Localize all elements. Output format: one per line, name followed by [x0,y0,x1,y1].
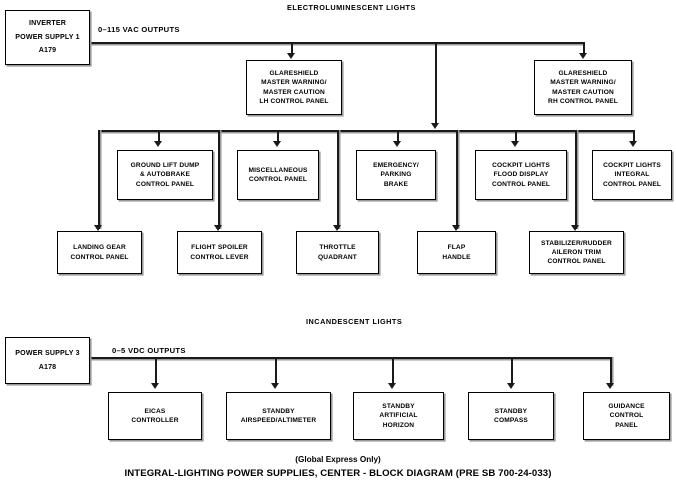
arrowhead-standby-artificial-horizon [388,383,396,389]
box-label: GROUND LIFT DUMP & AUTOBRAKE CONTROL PAN… [130,162,200,188]
box-guidance-control-panel[interactable]: GUIDANCE CONTROL PANEL [583,392,670,440]
box-label: GLARESHIELD MASTER WARNING/ MASTER CAUTI… [259,70,329,105]
arrowhead-lh-glareshield [287,53,295,59]
box-power-supply-3[interactable]: POWER SUPPLY 3 A178 [5,337,90,384]
connector-landing-gear [98,130,100,229]
arrowhead-guidance-control-panel [606,383,614,389]
box-label: FLAP HANDLE [442,244,471,261]
connector-eicas-controller [155,357,157,386]
box-ground-lift-dump[interactable]: GROUND LIFT DUMP & AUTOBRAKE CONTROL PAN… [117,150,213,200]
box-cockpit-lights-integral[interactable]: COCKPIT LIGHTS INTEGRAL CONTROL PANEL [592,150,672,200]
connector-guidance-control-panel [610,357,612,386]
connector-emergency-parking-brake [397,130,399,144]
connector-cockpit-integral [633,130,635,144]
arrowhead-secondary-bus [431,123,439,129]
connector-standby-artificial-horizon [392,357,394,386]
arrowhead-ground-lift-dump [154,141,162,147]
connector-cockpit-flood-display [515,130,517,144]
box-standby-artificial-horizon[interactable]: STANDBY ARTIFICIAL HORIZON [353,392,444,440]
arrowhead-miscellaneous [273,141,281,147]
box-glareshield-rh[interactable]: GLARESHIELD MASTER WARNING/ MASTER CAUTI… [534,60,632,115]
arrowhead-standby-compass [507,383,515,389]
box-label: POWER SUPPLY 3 A178 [15,349,80,371]
connector-standby-airspeed-altimeter [275,357,277,386]
arrowhead-throttle-quadrant [333,225,341,231]
arrowhead-cockpit-flood-display [511,141,519,147]
box-label: FLIGHT SPOILER CONTROL LEVER [190,244,249,261]
arrowhead-flap-handle [452,225,460,231]
box-landing-gear-control-panel[interactable]: LANDING GEAR CONTROL PANEL [57,231,142,274]
box-label: INVERTER POWER SUPPLY 1 A179 [15,19,80,55]
arrowhead-rh-glareshield [579,53,587,59]
arrowhead-flight-spoiler [214,225,222,231]
box-eicas-controller[interactable]: EICAS CONTROLLER [108,392,202,440]
connector-miscellaneous [277,130,279,144]
caption-subtitle: (Global Express Only) [295,455,381,464]
box-label: COCKPIT LIGHTS FLOOD DISPLAY CONTROL PAN… [491,162,551,188]
box-label: STANDBY AIRSPEED/ALTIMETER [240,407,317,424]
box-inverter-power-supply-1[interactable]: INVERTER POWER SUPPLY 1 A179 [5,10,90,65]
connector-stabilizer-rudder [575,130,577,229]
bus-line-vdc [90,357,611,359]
box-standby-airspeed-altimeter[interactable]: STANDBY AIRSPEED/ALTIMETER [226,392,331,440]
bus-label-vdc: 0–5 VDC OUTPUTS [110,346,188,355]
box-label: THROTTLE QUADRANT [318,244,357,261]
box-emergency-parking-brake[interactable]: EMERGENCY/ PARKING BRAKE [356,150,436,200]
box-label: GUIDANCE CONTROL PANEL [608,403,645,429]
arrowhead-cockpit-integral [629,141,637,147]
connector-throttle-quadrant [337,130,339,229]
connector-flap-handle [456,130,458,229]
box-label: STABILIZER/RUDDER AILERON TRIM CONTROL P… [541,239,612,266]
box-standby-compass[interactable]: STANDBY COMPASS [468,392,554,440]
box-label: STANDBY ARTIFICIAL HORIZON [379,403,418,429]
box-label: GLARESHIELD MASTER WARNING/ MASTER CAUTI… [548,70,618,105]
bus-line-vac [90,42,584,44]
connector-vac-to-secondary-bus [435,42,437,126]
arrowhead-landing-gear [94,225,102,231]
arrowhead-emergency-parking-brake [393,141,401,147]
box-flight-spoiler-control-lever[interactable]: FLIGHT SPOILER CONTROL LEVER [177,231,262,274]
box-miscellaneous-control-panel[interactable]: MISCELLANEOUS CONTROL PANEL [237,150,319,200]
caption-title: INTEGRAL-LIGHTING POWER SUPPLIES, CENTER… [124,468,552,479]
section-title-incandescent: INCANDESCENT LIGHTS [306,317,403,326]
bus-line-el-secondary [98,130,634,132]
section-title-electroluminescent: ELECTROLUMINESCENT LIGHTS [287,3,416,12]
box-label: COCKPIT LIGHTS INTEGRAL CONTROL PANEL [602,162,662,188]
box-label: MISCELLANEOUS CONTROL PANEL [248,166,308,183]
arrowhead-eicas-controller [151,383,159,389]
box-label: LANDING GEAR CONTROL PANEL [70,244,129,261]
connector-ground-lift-dump [158,130,160,144]
box-glareshield-lh[interactable]: GLARESHIELD MASTER WARNING/ MASTER CAUTI… [246,60,342,115]
box-flap-handle[interactable]: FLAP HANDLE [417,231,496,274]
connector-lh-glareshield [291,42,293,56]
connector-standby-compass [511,357,513,386]
box-label: STANDBY COMPASS [494,407,528,424]
connector-rh-glareshield [583,42,585,56]
box-throttle-quadrant[interactable]: THROTTLE QUADRANT [296,231,379,274]
arrowhead-stabilizer-rudder [571,225,579,231]
connector-flight-spoiler [218,130,220,229]
box-label: EMERGENCY/ PARKING BRAKE [373,162,419,188]
box-cockpit-lights-flood-display[interactable]: COCKPIT LIGHTS FLOOD DISPLAY CONTROL PAN… [475,150,567,200]
box-label: EICAS CONTROLLER [131,407,179,424]
bus-label-vac: 0–115 VAC OUTPUTS [96,25,182,34]
arrowhead-standby-airspeed-altimeter [271,383,279,389]
box-stabilizer-rudder-aileron-trim[interactable]: STABILIZER/RUDDER AILERON TRIM CONTROL P… [529,231,624,274]
